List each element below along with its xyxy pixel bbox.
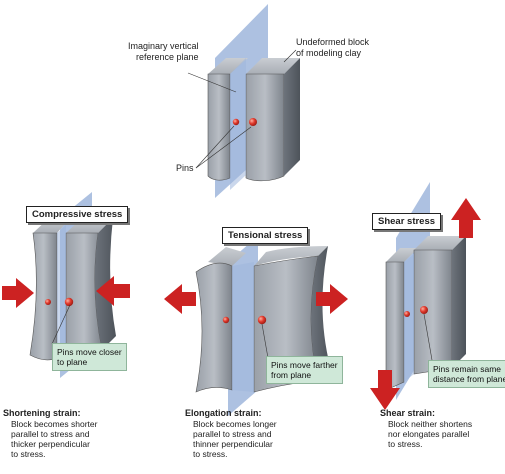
shear-strain-caption: Shear strain: Block neither shortens nor… — [380, 408, 472, 449]
compression-arrow-left — [2, 278, 34, 308]
strain-desc-line: to stress. — [388, 439, 423, 449]
tensional-stress-tag: Tensional stress — [222, 227, 309, 244]
compression-arrow-right — [96, 276, 130, 306]
strain-desc-line: Block becomes shorter — [11, 419, 98, 429]
plane-label-line: Imaginary vertical — [128, 41, 199, 51]
plane-label-line: reference plane — [135, 52, 199, 62]
strain-desc-line: Block neither shortens — [388, 419, 473, 429]
note-line: to plane — [57, 357, 88, 367]
compressive-note: Pins move closer to plane — [52, 343, 127, 371]
tension-arrow-left — [164, 284, 196, 314]
strain-title: Shear strain: — [380, 408, 436, 418]
strain-desc-line: thinner perpendicular — [193, 439, 273, 449]
strain-desc-line: to stress. — [11, 449, 46, 459]
undeformed-block-group — [187, 4, 300, 198]
pin-left — [45, 299, 51, 305]
shear-arrow-up — [451, 198, 481, 238]
block-label-line: of modeling clay — [296, 48, 362, 58]
shear-arrow-down — [370, 370, 400, 410]
note-line: distance from plane — [433, 374, 505, 384]
pin-left — [232, 118, 240, 126]
pin-right — [249, 118, 257, 126]
strain-desc-line: Block becomes longer — [193, 419, 277, 429]
strain-desc-line: to stress. — [193, 449, 228, 459]
pin-right — [420, 306, 428, 314]
tensional-panel-graphic — [164, 236, 348, 416]
note-line: Pins move closer — [57, 347, 122, 357]
strain-desc-line: nor elongates parallel — [388, 429, 470, 439]
pin-left — [222, 316, 230, 324]
block-label-line: Undeformed block — [296, 37, 370, 47]
note-line: Pins remain same — [433, 364, 502, 374]
pin-right — [257, 315, 267, 325]
shear-stress-tag: Shear stress — [372, 213, 442, 230]
block-right-half — [245, 58, 300, 182]
strain-desc-line: parallel to stress and — [11, 429, 90, 439]
strain-title: Shortening strain: — [3, 408, 81, 418]
strain-title: Elongation strain: — [185, 408, 262, 418]
strain-desc-line: thicker perpendicular — [11, 439, 90, 449]
block-left-half — [207, 58, 248, 181]
shortening-strain-caption: Shortening strain: Block becomes shorter… — [3, 408, 97, 459]
shear-panel-graphic — [370, 182, 481, 410]
shear-note: Pins remain same distance from plane — [428, 360, 505, 388]
note-line: Pins move farther — [271, 360, 338, 370]
pins-label: Pins — [176, 163, 194, 173]
pin-right — [64, 297, 74, 307]
compressive-panel-graphic — [2, 192, 130, 378]
tension-arrow-right — [316, 284, 348, 314]
pin-left — [404, 311, 410, 317]
plane-label: Imaginary vertical reference plane — [128, 41, 199, 63]
compressive-stress-tag: Compressive stress — [26, 206, 129, 223]
elongation-strain-caption: Elongation strain: Block becomes longer … — [185, 408, 277, 459]
block-label: Undeformed block of modeling clay — [296, 37, 369, 59]
note-line: from plane — [271, 370, 312, 380]
strain-desc-line: parallel to stress and — [193, 429, 272, 439]
tensional-note: Pins move farther from plane — [266, 356, 343, 384]
